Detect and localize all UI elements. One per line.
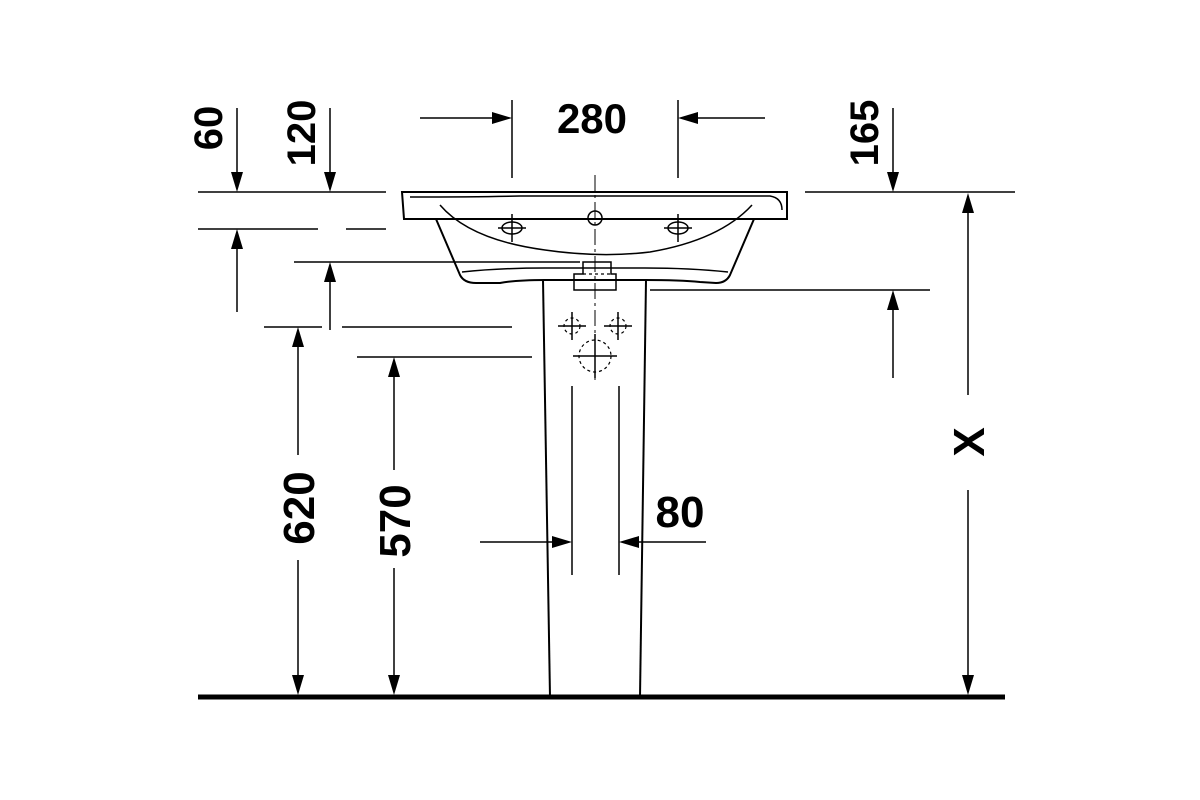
pedestal-left-edge: [542, 279, 551, 698]
drain-symbol: [573, 334, 617, 378]
dim-165-label: 165: [843, 100, 887, 167]
dim-60-label: 60: [187, 106, 231, 151]
dim-165-lines: [650, 108, 1015, 378]
dim-120-label: 120: [280, 100, 324, 167]
dim-x-lines: [962, 193, 974, 695]
dim-280-label: 280: [557, 95, 627, 142]
dim-x-label: X: [945, 427, 994, 456]
dim-570-lines: [357, 356, 532, 695]
dim-60-lines: [198, 108, 318, 312]
dim-80-label: 80: [656, 488, 705, 537]
supply-left-symbol: [558, 312, 586, 340]
supply-right-symbol: [604, 312, 632, 340]
waste-outlet: [573, 261, 617, 291]
tap-hole-right: [664, 214, 692, 242]
basin-rim: [400, 191, 788, 220]
dim-80-lines: [480, 536, 706, 548]
basin-inner-bowl: [439, 204, 753, 256]
dim-620-lines: [264, 326, 512, 695]
dim-120-lines: [248, 108, 580, 330]
dim-620-label: 620: [275, 471, 324, 544]
basin-inner-rim: [409, 195, 783, 211]
basin-bowl: [435, 218, 755, 285]
dim-280-lines: [420, 100, 765, 178]
pedestal-right-edge: [639, 279, 647, 698]
tap-hole-left: [498, 214, 526, 242]
dim-570-label: 570: [371, 484, 420, 557]
